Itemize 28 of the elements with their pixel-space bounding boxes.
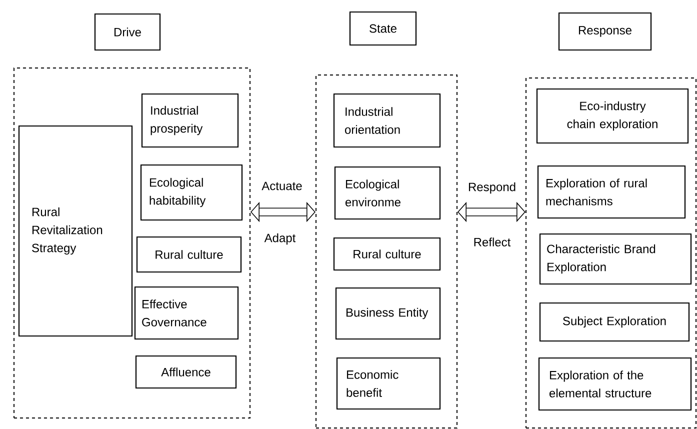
edge-label: Respond [466,181,518,195]
text-box: Exploration of the elemental structure [538,357,692,411]
text-box: Business Entity [335,287,441,340]
text-box: Characteristic Brand Exploration [539,233,692,285]
dashed-group-frame [316,74,458,428]
text-box: Affluence [135,355,237,389]
text-box: Ecological environme [334,166,441,220]
dashed-group-frame [14,68,250,418]
text-label: Reflect [472,236,512,248]
double-arrow [458,202,526,222]
text-label: Adapt [263,232,297,246]
heading-box: Drive [94,13,161,51]
text-box: Ecological habitability [140,164,243,221]
edge-label: Actuate [260,180,304,192]
dashed-group-frame [526,78,696,428]
text-box: Economic benefit [336,357,441,410]
text-box: Eco-industry chain exploration [536,88,689,144]
heading-box: Response [558,12,652,51]
text-box: Rural culture [136,236,242,273]
heading-box: State [349,11,417,46]
text-box: Effective Governance [134,286,239,340]
text-box: Industrial prosperity [141,93,239,148]
text-box: Rural Revitalization Strategy [18,125,133,337]
text-box: Rural culture [333,237,441,271]
text-box: Exploration of rural mechanisms [537,165,686,219]
text-box: Subject Exploration [539,302,690,342]
double-arrow [250,202,316,222]
text-box: Industrial orientation [333,93,441,148]
